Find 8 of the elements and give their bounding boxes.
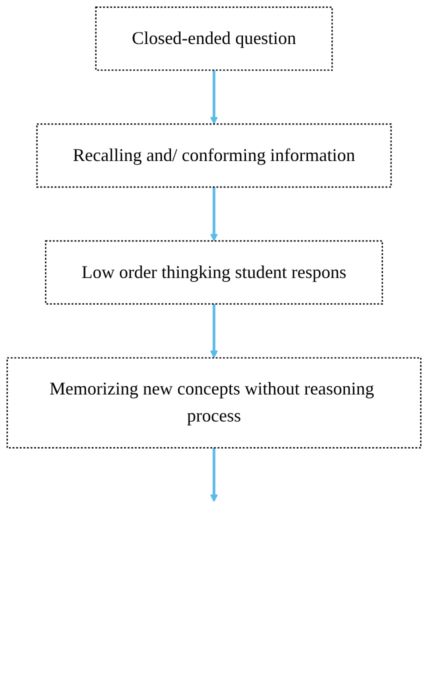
arrow bbox=[210, 304, 218, 358]
arrow bbox=[210, 448, 218, 502]
arrow bbox=[210, 187, 218, 242]
node-box: Recalling and/ conforming information bbox=[36, 123, 392, 188]
node-box: Closed-ended question bbox=[95, 6, 333, 71]
node-box: Memorizing new concepts without reasoning process bbox=[6, 357, 422, 448]
node-box: Low order thingking student respons bbox=[45, 240, 383, 305]
arrow bbox=[210, 70, 218, 124]
